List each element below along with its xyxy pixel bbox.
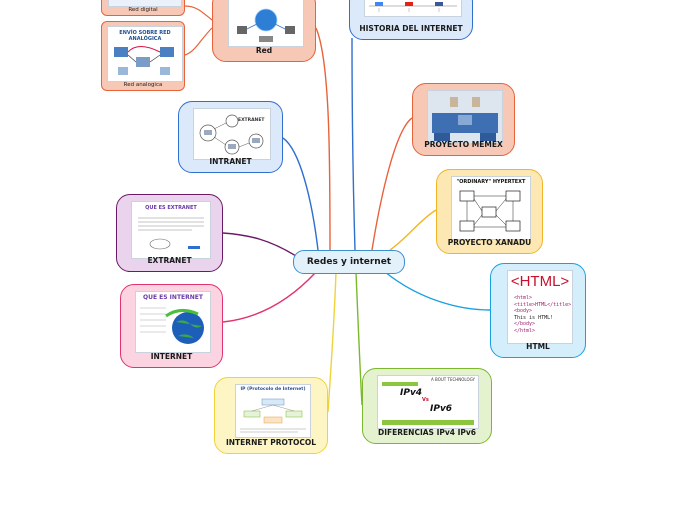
- ipv6-image-header: A BOUT TECHNOLOGY: [431, 377, 475, 382]
- protocol-image-title: IP (Protocolo de Internet): [240, 387, 306, 392]
- node-ipv6[interactable]: A BOUT TECHNOLOGY IPv4 Vs IPv6 DIFERENCI…: [362, 368, 492, 444]
- network-globe-icon: [237, 8, 295, 42]
- ipv6-image: A BOUT TECHNOLOGY IPv4 Vs IPv6: [377, 375, 479, 429]
- connector-extranet: [222, 232, 297, 257]
- node-extranet[interactable]: QUE ES EXTRANET EXTRANET: [116, 194, 223, 272]
- node-internet[interactable]: QUE ES INTERNET INTERNET: [120, 284, 223, 368]
- red-analogica-image: ENVÍO SOBRE RED ANALÓGICA: [107, 26, 183, 82]
- analog-network-icon: [114, 46, 174, 75]
- memex-desk-icon: [432, 97, 498, 141]
- xanadu-image: "ORDINARY" HYPERTEXT: [451, 176, 531, 240]
- xanadu-image-title: "ORDINARY" HYPERTEXT: [456, 179, 526, 185]
- node-protocol[interactable]: IP (Protocolo de Internet) INTERNET PROT…: [214, 377, 328, 454]
- node-xanadu[interactable]: "ORDINARY" HYPERTEXT PROYECTO XANADU: [436, 169, 543, 254]
- connector-red-analogica: [184, 27, 213, 56]
- intranet-diagram-icon: [199, 114, 264, 155]
- node-memex[interactable]: PROYECTO MEMEX: [412, 83, 515, 156]
- red-label: Red: [255, 46, 273, 55]
- globe-icon: [140, 307, 204, 344]
- connector-html: [384, 271, 491, 311]
- memex-image: [427, 90, 503, 144]
- historia-image: [364, 0, 462, 17]
- html-code-line: <title>HTML</title>: [514, 301, 572, 308]
- ip-flow-icon: [240, 398, 306, 433]
- red-analogica-label: Red analogica: [123, 82, 163, 88]
- protocol-image: IP (Protocolo de Internet): [235, 384, 311, 438]
- timeline-icon: [369, 2, 457, 12]
- extranet-image-title: QUE ES EXTRANET: [145, 205, 197, 211]
- connector-historia: [351, 37, 356, 251]
- intranet-image-title: EXTRANET: [238, 118, 265, 123]
- red-digital-label: Red digital: [128, 7, 158, 13]
- internet-image: QUE ES INTERNET: [135, 291, 211, 353]
- node-html[interactable]: <HTML> <html> <title>HTML</title> <body>…: [490, 263, 586, 358]
- ipv6-image-text-vs: Vs: [422, 397, 429, 403]
- protocol-label: INTERNET PROTOCOL: [225, 438, 316, 447]
- connector-xanadu: [389, 209, 437, 251]
- html-code-block: <html> <title>HTML</title> <body> This i…: [514, 295, 571, 334]
- node-historia[interactable]: HISTORIA DEL INTERNET: [349, 0, 473, 40]
- extranet-image: QUE ES EXTRANET: [131, 201, 211, 259]
- html-label: HTML: [526, 342, 550, 351]
- node-red-digital[interactable]: Red digital: [101, 0, 185, 16]
- red-digital-image: [108, 0, 182, 7]
- red-analogica-image-title: ENVÍO SOBRE RED ANALÓGICA: [119, 30, 171, 42]
- xanadu-label: PROYECTO XANADU: [447, 238, 532, 247]
- connector-red-digital: [184, 5, 213, 21]
- intranet-image: EXTRANET: [193, 108, 271, 160]
- connector-internet: [222, 271, 317, 323]
- internet-image-title: QUE ES INTERNET: [143, 294, 203, 301]
- intranet-label: INTRANET: [209, 157, 252, 166]
- internet-label: INTERNET: [150, 352, 193, 361]
- node-red-analogica[interactable]: ENVÍO SOBRE RED ANALÓGICA Red analogica: [101, 21, 185, 91]
- connector-memex: [371, 117, 413, 251]
- hypertext-diagram-icon: [459, 190, 521, 232]
- html-code-line: </html>: [514, 327, 536, 334]
- html-image: <HTML> <html> <title>HTML</title> <body>…: [507, 270, 573, 344]
- extranet-label: EXTRANET: [147, 256, 192, 265]
- connector-red: [315, 27, 331, 251]
- connector-intranet: [282, 137, 319, 251]
- ipv6-label: DIFERENCIAS IPv4 IPv6: [378, 428, 476, 437]
- red-image: [228, 0, 304, 47]
- html-code-line: <html>: [514, 295, 533, 301]
- html-image-title: <HTML>: [510, 273, 570, 290]
- central-topic-label: Redes y internet: [306, 257, 392, 267]
- html-code-line: </body>: [514, 321, 536, 327]
- html-code-line: This is HTML!: [514, 314, 554, 321]
- ipv6-image-text-a: IPv4: [400, 388, 423, 398]
- connector-ipv6: [355, 271, 363, 406]
- extranet-text-icon: [138, 217, 204, 250]
- central-topic[interactable]: Redes y internet: [293, 250, 405, 274]
- node-intranet[interactable]: EXTRANET INTRANET: [178, 101, 283, 173]
- memex-label: PROYECTO MEMEX: [424, 140, 503, 149]
- ip-address-bars-icon: [382, 382, 474, 425]
- ipv6-image-text-b: IPv6: [430, 404, 453, 414]
- html-code-line: <body>: [514, 308, 533, 314]
- connector-protocol: [327, 271, 337, 413]
- node-red[interactable]: Red: [212, 0, 316, 62]
- historia-label: HISTORIA DEL INTERNET: [359, 24, 463, 33]
